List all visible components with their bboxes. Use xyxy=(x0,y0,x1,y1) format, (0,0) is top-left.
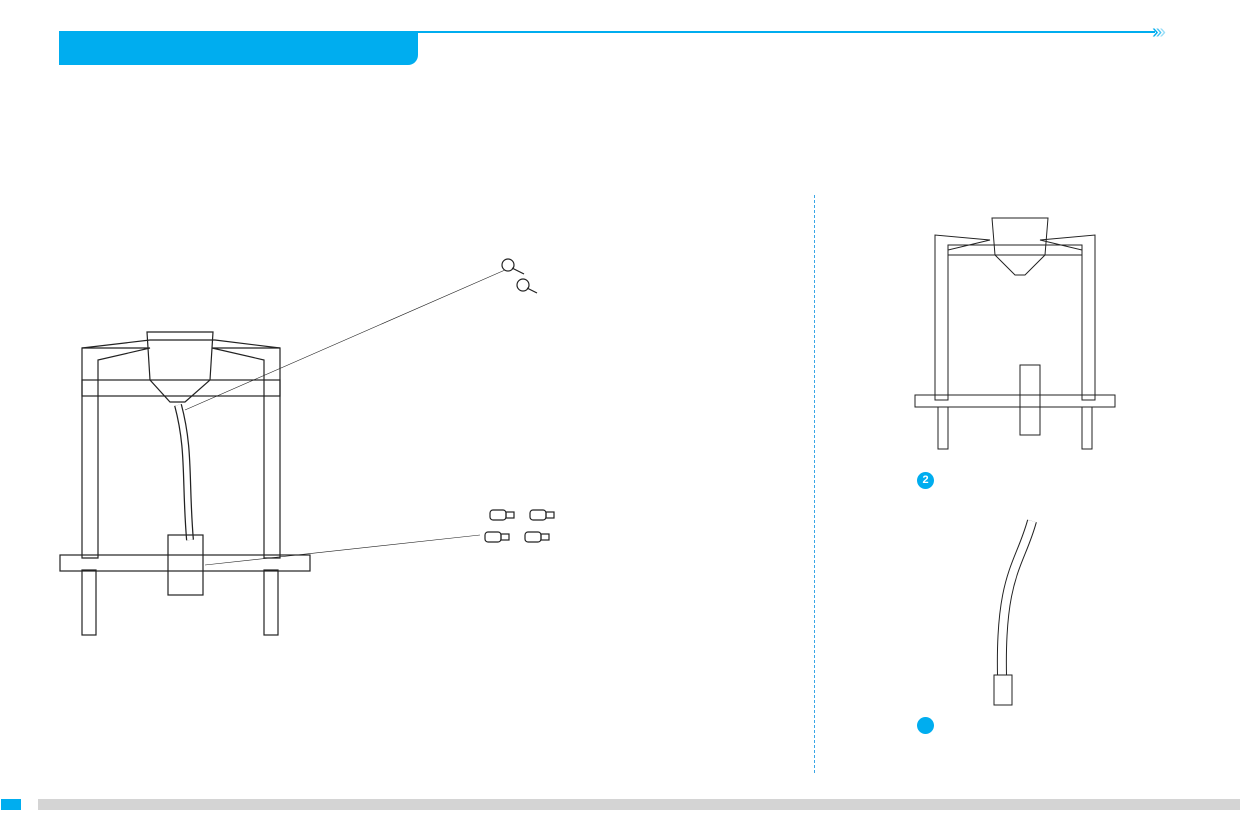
footer-bar xyxy=(38,799,1240,810)
bolt-icon xyxy=(484,531,510,543)
page-number-tab xyxy=(1,799,21,810)
screw-icon xyxy=(501,258,525,275)
chevrons-right-icon: ››› xyxy=(1152,21,1166,43)
step-badge xyxy=(917,717,934,734)
step-2-frame-illustration xyxy=(914,217,1116,450)
step-badge: 2 xyxy=(917,472,934,489)
dashed-divider xyxy=(814,195,815,773)
bolt-icon xyxy=(529,509,555,521)
screw-icon xyxy=(516,278,538,294)
section-title-bar xyxy=(59,31,418,65)
header-rule xyxy=(418,31,1155,33)
bolt-icon xyxy=(524,531,550,543)
step-hose-illustration xyxy=(993,519,1037,706)
assembly-illustration-main xyxy=(59,258,555,636)
bolt-icon xyxy=(489,509,515,521)
